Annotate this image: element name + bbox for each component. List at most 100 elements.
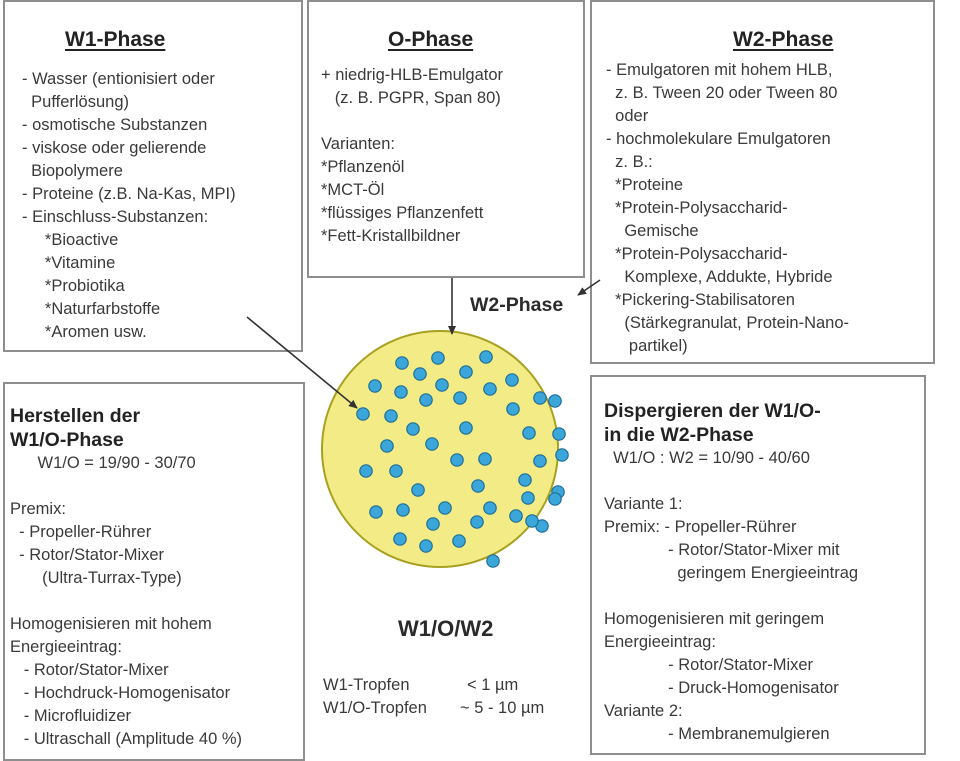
- droplet: [486, 554, 500, 568]
- herstellen-line: (Ultra-Turrax-Type): [10, 569, 182, 587]
- w2_phase-line: (Stärkegranulat, Protein-Nano-: [606, 314, 850, 332]
- droplet: [426, 517, 440, 531]
- dispergieren-line: geringem Energieeintrag: [604, 564, 859, 582]
- droplet: [384, 409, 398, 423]
- w2_phase-line: - Emulgatoren mit hohem HLB,: [606, 61, 833, 79]
- w2-phase-box: W2-Phase - Emulgatoren mit hohem HLB, z.…: [590, 0, 935, 364]
- dispergieren-line: Energieeintrag:: [604, 633, 716, 651]
- emulsion-type-title: W1/O/W2: [398, 616, 494, 641]
- droplet: [555, 448, 569, 462]
- w2_phase-line: z. B. Tween 20 oder Tween 80: [606, 84, 838, 102]
- dispergieren-box: Dispergieren der W1/O- in die W2-Phase W…: [590, 375, 926, 755]
- w2_phase-line: Gemische: [606, 222, 699, 240]
- droplet: [459, 365, 473, 379]
- droplet-size-label-1: W1-Tropfen: [323, 676, 410, 694]
- herstellen-line: Energieeintrag:: [10, 638, 122, 656]
- o-phase-list: + niedrig-HLB-Emulgator (z. B. PGPR, Spa…: [321, 64, 503, 248]
- dispergieren-list: W1/O : W2 = 10/90 - 40/60 Variante 1: Pre…: [604, 447, 858, 746]
- dispergieren-title: Dispergieren der W1/O- in die W2-Phase: [604, 400, 821, 446]
- herstellen-title: Herstellen der W1/O-Phase: [10, 405, 141, 451]
- droplet-size-value-2: ~ 5 - 10 µm: [460, 699, 545, 717]
- w1_phase-line: *Probiotika: [22, 277, 125, 295]
- droplet: [438, 501, 452, 515]
- herstellen-line: Homogenisieren mit hohem: [10, 615, 212, 633]
- droplet: [506, 402, 520, 416]
- o_phase-line: *flüssiges Pflanzenfett: [321, 204, 484, 222]
- droplet: [483, 501, 497, 515]
- o_phase-line: + niedrig-HLB-Emulgator: [321, 66, 504, 84]
- herstellen-line: - Microfluidizer: [10, 707, 132, 725]
- o_phase-line: (z. B. PGPR, Span 80): [321, 89, 501, 107]
- dispergieren-line: - Druck-Homogenisator: [604, 679, 839, 697]
- droplet: [470, 515, 484, 529]
- droplet: [368, 379, 382, 393]
- o-phase-box: O-Phase + niedrig-HLB-Emulgator (z. B. P…: [307, 0, 585, 278]
- w1_phase-line: *Naturfarbstoffe: [22, 300, 161, 318]
- droplet: [393, 532, 407, 546]
- w2-phase-list: - Emulgatoren mit hohem HLB, z. B. Tween…: [606, 59, 849, 358]
- dispergieren-line: Homogenisieren mit geringem: [604, 610, 825, 628]
- droplet: [411, 483, 425, 497]
- droplet: [483, 382, 497, 396]
- herstellen-box: Herstellen der W1/O-Phase W1/O = 19/90 -…: [3, 382, 305, 761]
- droplet: [478, 452, 492, 466]
- droplet: [356, 407, 370, 421]
- o_phase-line: Varianten:: [321, 135, 395, 153]
- droplet: [453, 391, 467, 405]
- droplet: [479, 350, 493, 364]
- dispergieren-line: - Rotor/Stator-Mixer mit: [604, 541, 840, 559]
- droplet: [522, 426, 536, 440]
- dispergieren-line: - Rotor/Stator-Mixer: [604, 656, 814, 674]
- droplet: [406, 422, 420, 436]
- w2-phase-title: W2-Phase: [733, 28, 834, 51]
- w1-phase-title: W1-Phase: [65, 28, 166, 51]
- o_phase-line: *Fett-Kristallbildner: [321, 227, 461, 245]
- droplet: [459, 421, 473, 435]
- w2_phase-line: *Protein-Polysaccharid-: [606, 199, 788, 217]
- arrow-w2-phase: [577, 279, 601, 296]
- w2_phase-line: partikel): [606, 337, 688, 355]
- droplet: [435, 378, 449, 392]
- droplet: [548, 492, 562, 506]
- w2_phase-line: *Protein-Polysaccharid-: [606, 245, 788, 263]
- w1_phase-line: - Wasser (entionisiert oder: [22, 70, 215, 88]
- w2_phase-line: Komplexe, Addukte, Hybride: [606, 268, 833, 286]
- droplet: [396, 503, 410, 517]
- w1o-droplets: [356, 350, 569, 568]
- w1_phase-line: - viskose oder gelierende: [22, 139, 207, 157]
- o_phase-line: *MCT-Öl: [321, 181, 385, 199]
- herstellen-line: - Hochdruck-Homogenisator: [10, 684, 231, 702]
- droplet: [359, 464, 373, 478]
- w1-phase-list: - Wasser (entionisiert oder Pufferlösung…: [22, 68, 236, 344]
- dispergieren-line: Premix: - Propeller-Rührer: [604, 518, 797, 536]
- herstellen-line: Premix:: [10, 500, 66, 518]
- droplet: [548, 394, 562, 408]
- herstellen-line: - Propeller-Rührer: [10, 523, 152, 541]
- droplet-size-label-2: W1/O-Tropfen: [323, 699, 427, 717]
- droplet: [450, 453, 464, 467]
- droplet: [505, 373, 519, 387]
- w1_phase-line: Pufferlösung): [22, 93, 130, 111]
- droplet: [525, 514, 539, 528]
- dispergieren-line: W1/O : W2 = 10/90 - 40/60: [604, 449, 810, 467]
- herstellen-line: - Ultraschall (Amplitude 40 %): [10, 730, 242, 748]
- droplet: [395, 356, 409, 370]
- droplet: [509, 509, 523, 523]
- droplet: [389, 464, 403, 478]
- w1_phase-line: Biopolymere: [22, 162, 123, 180]
- w2_phase-line: *Pickering-Stabilisatoren: [606, 291, 795, 309]
- droplet: [369, 505, 383, 519]
- droplet: [518, 473, 532, 487]
- droplet: [431, 351, 445, 365]
- w2-phase-label: W2-Phase: [470, 294, 564, 316]
- w1_phase-line: *Vitamine: [22, 254, 116, 272]
- w2_phase-line: - hochmolekulare Emulgatoren: [606, 130, 831, 148]
- droplet: [452, 534, 466, 548]
- droplet-size-value-1: < 1 µm: [467, 676, 519, 694]
- herstellen-line: W1/O = 19/90 - 30/70: [10, 454, 196, 472]
- droplet: [471, 479, 485, 493]
- droplet: [413, 367, 427, 381]
- droplet: [552, 427, 566, 441]
- dispergieren-line: Variante 1:: [604, 495, 683, 513]
- o_phase-line: *Pflanzenöl: [321, 158, 405, 176]
